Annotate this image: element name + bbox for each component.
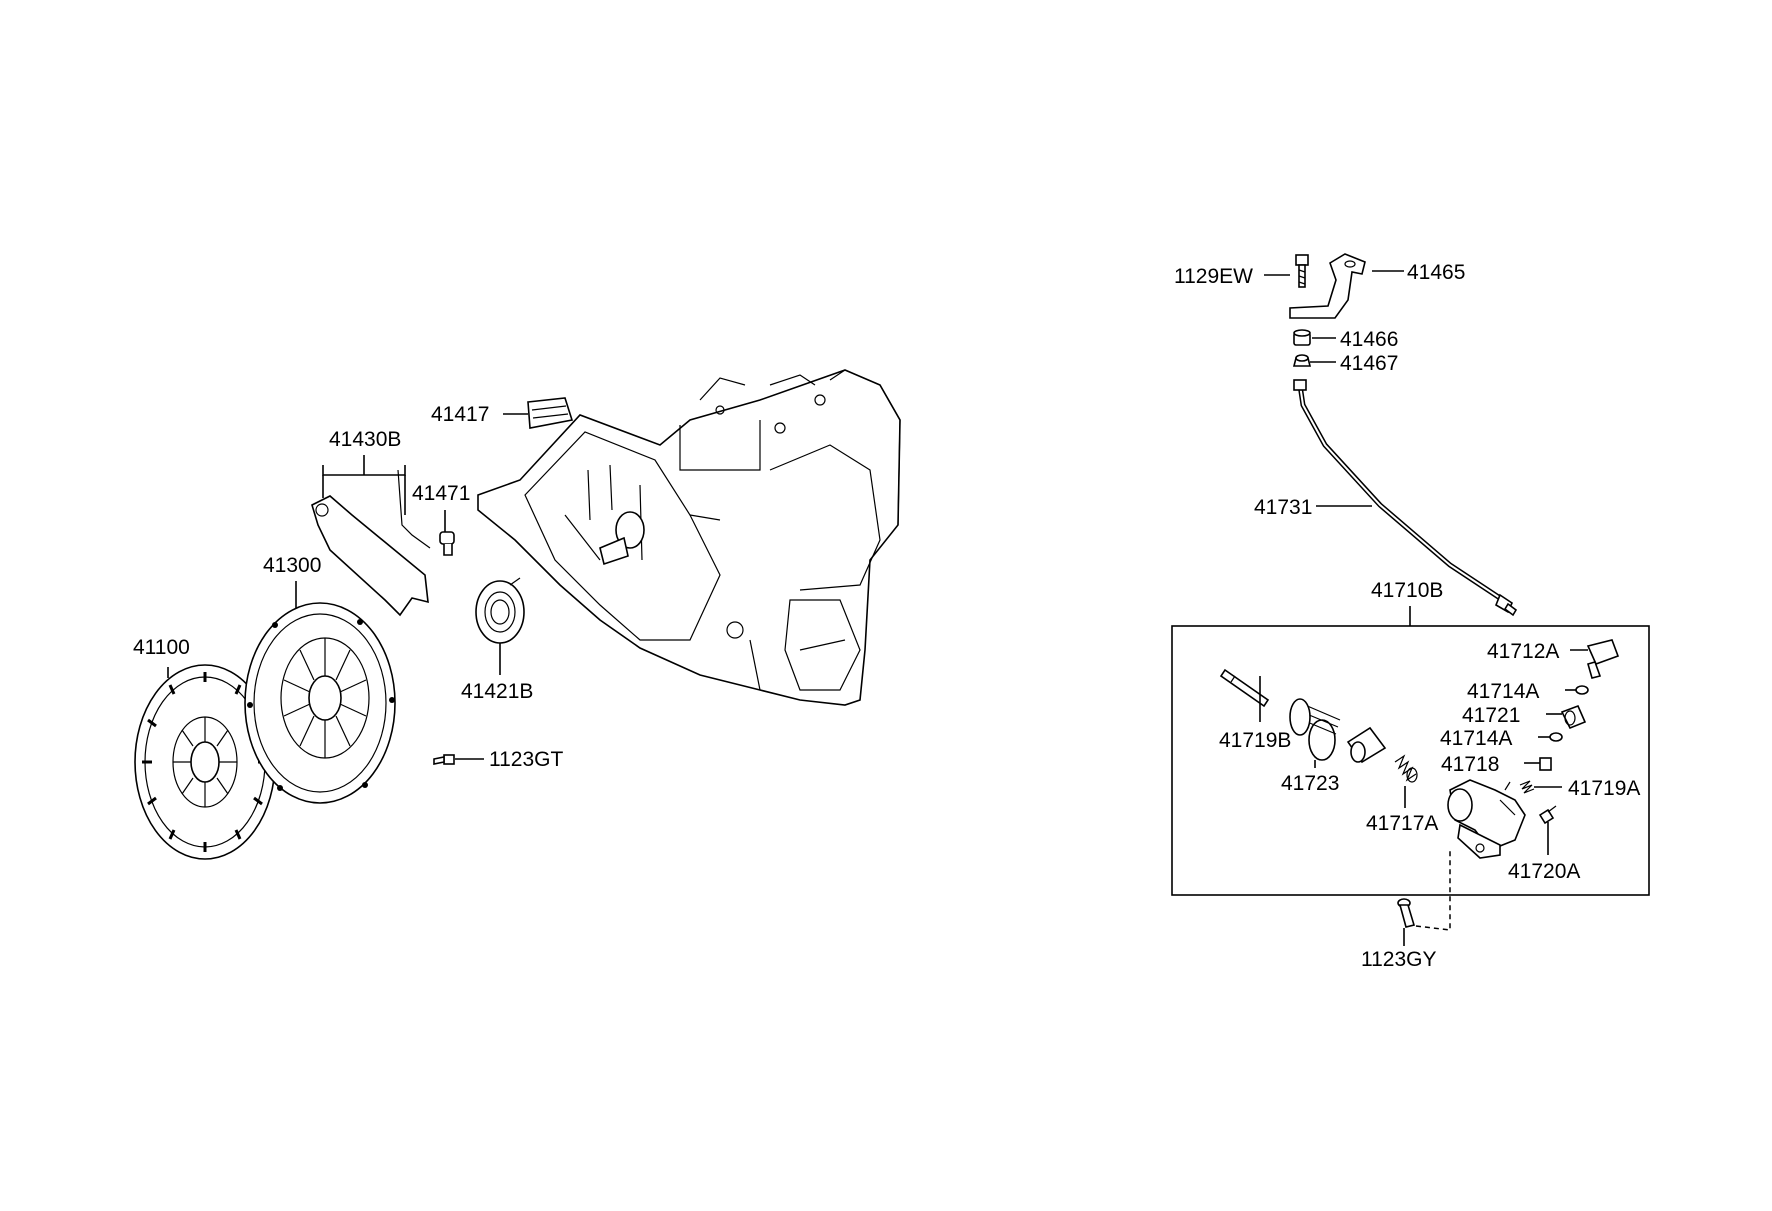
label-41710b: 41710B: [1371, 579, 1443, 602]
label-41714a-2: 41714A: [1440, 727, 1512, 750]
label-41719a: 41719A: [1568, 777, 1640, 800]
label-41721: 41721: [1462, 704, 1520, 727]
bolt-1129ew-part: [1295, 254, 1309, 288]
label-41718: 41718: [1441, 753, 1499, 776]
label-1123gy: 1123GY: [1361, 948, 1437, 971]
release-fork-part: [311, 469, 431, 617]
leader-lines-left: [167, 413, 528, 760]
spring-part: [1394, 754, 1418, 783]
cylinder-boot-part: [1289, 698, 1341, 761]
label-41465: 41465: [1407, 261, 1465, 284]
bracket-part: [1289, 253, 1366, 319]
label-41467: 41467: [1340, 352, 1398, 375]
label-41430b: 41430B: [329, 428, 401, 451]
label-41466: 41466: [1340, 328, 1398, 351]
boot-part: [527, 397, 574, 429]
label-41417: 41417: [431, 403, 489, 426]
pressure-plate-part: [244, 602, 396, 804]
transmission-housing: [477, 369, 901, 706]
part-labels: 41100 41300 41430B 41471 41417 41421B 11…: [133, 261, 1640, 971]
grommet-41467-part: [1292, 354, 1312, 367]
spring-41719a-part: [1519, 780, 1535, 794]
bleeder-41712a-part: [1586, 639, 1620, 679]
washer-41714a-1-part: [1575, 685, 1589, 695]
label-41731: 41731: [1254, 496, 1312, 519]
label-41719b: 41719B: [1219, 729, 1291, 752]
label-41712a: 41712A: [1487, 640, 1559, 663]
label-41720a: 41720A: [1508, 860, 1580, 883]
label-41471: 41471: [412, 482, 470, 505]
release-bearing-part: [475, 577, 525, 644]
label-41100: 41100: [133, 636, 190, 659]
pivot-bolt-part: [439, 531, 455, 556]
bolt-1123gt-part: [433, 754, 455, 765]
bolt-alignment-dash: [1415, 850, 1451, 931]
cylinder-body-part: [1447, 779, 1526, 859]
label-41714a-1: 41714A: [1467, 680, 1539, 703]
plug-part: [1539, 757, 1552, 771]
label-41421b: 41421B: [461, 680, 533, 703]
label-41723: 41723: [1281, 772, 1339, 795]
nut-41466-part: [1293, 329, 1311, 346]
label-1129ew: 1129EW: [1174, 265, 1253, 288]
union-part: [1560, 704, 1587, 730]
label-1123gt: 1123GT: [489, 748, 563, 771]
leader-lines-right: [1259, 270, 1588, 946]
bolt-1123gy-part: [1397, 898, 1416, 928]
bleeder-screw-part: [1538, 805, 1557, 825]
clutch-tube-part: [1293, 379, 1518, 617]
slave-cylinder-assembly-box: [1171, 625, 1650, 896]
piston-part: [1346, 726, 1387, 764]
label-41300: 41300: [263, 554, 321, 577]
washer-41714a-2-part: [1549, 732, 1563, 742]
label-41717a: 41717A: [1366, 812, 1438, 835]
push-rod-part: [1219, 668, 1270, 708]
